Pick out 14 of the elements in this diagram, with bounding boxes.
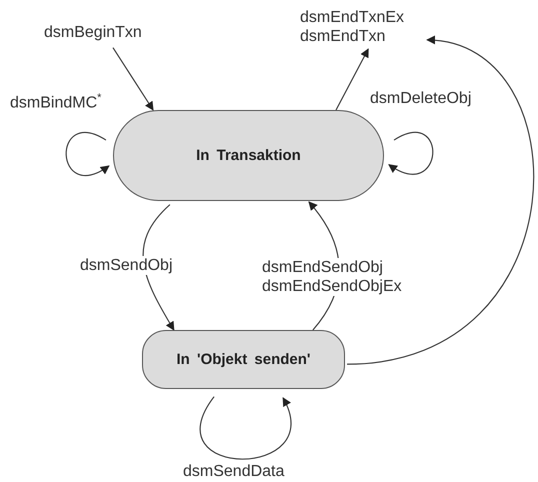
function-label: dsmBeginTxn <box>44 23 142 42</box>
edge-label: dsmEndSendObj dsmEndSendObjEx <box>260 258 404 296</box>
state-name: In Transaktion <box>196 147 301 164</box>
transition-arrow <box>112 47 154 111</box>
function-label: dsmEndTxnEx dsmEndTxn <box>300 8 404 46</box>
state-box <box>142 330 345 389</box>
transition-arrow <box>346 36 534 365</box>
transition-arrow <box>336 48 369 110</box>
transition-arrow <box>388 132 434 175</box>
edge-label: dsmSendObj <box>78 256 174 275</box>
state-name: In 'Objekt senden' <box>176 351 310 368</box>
transition-arrow <box>200 396 291 460</box>
transition-arrow <box>66 132 110 176</box>
edge-label: dsmDeleteObj <box>368 89 474 108</box>
